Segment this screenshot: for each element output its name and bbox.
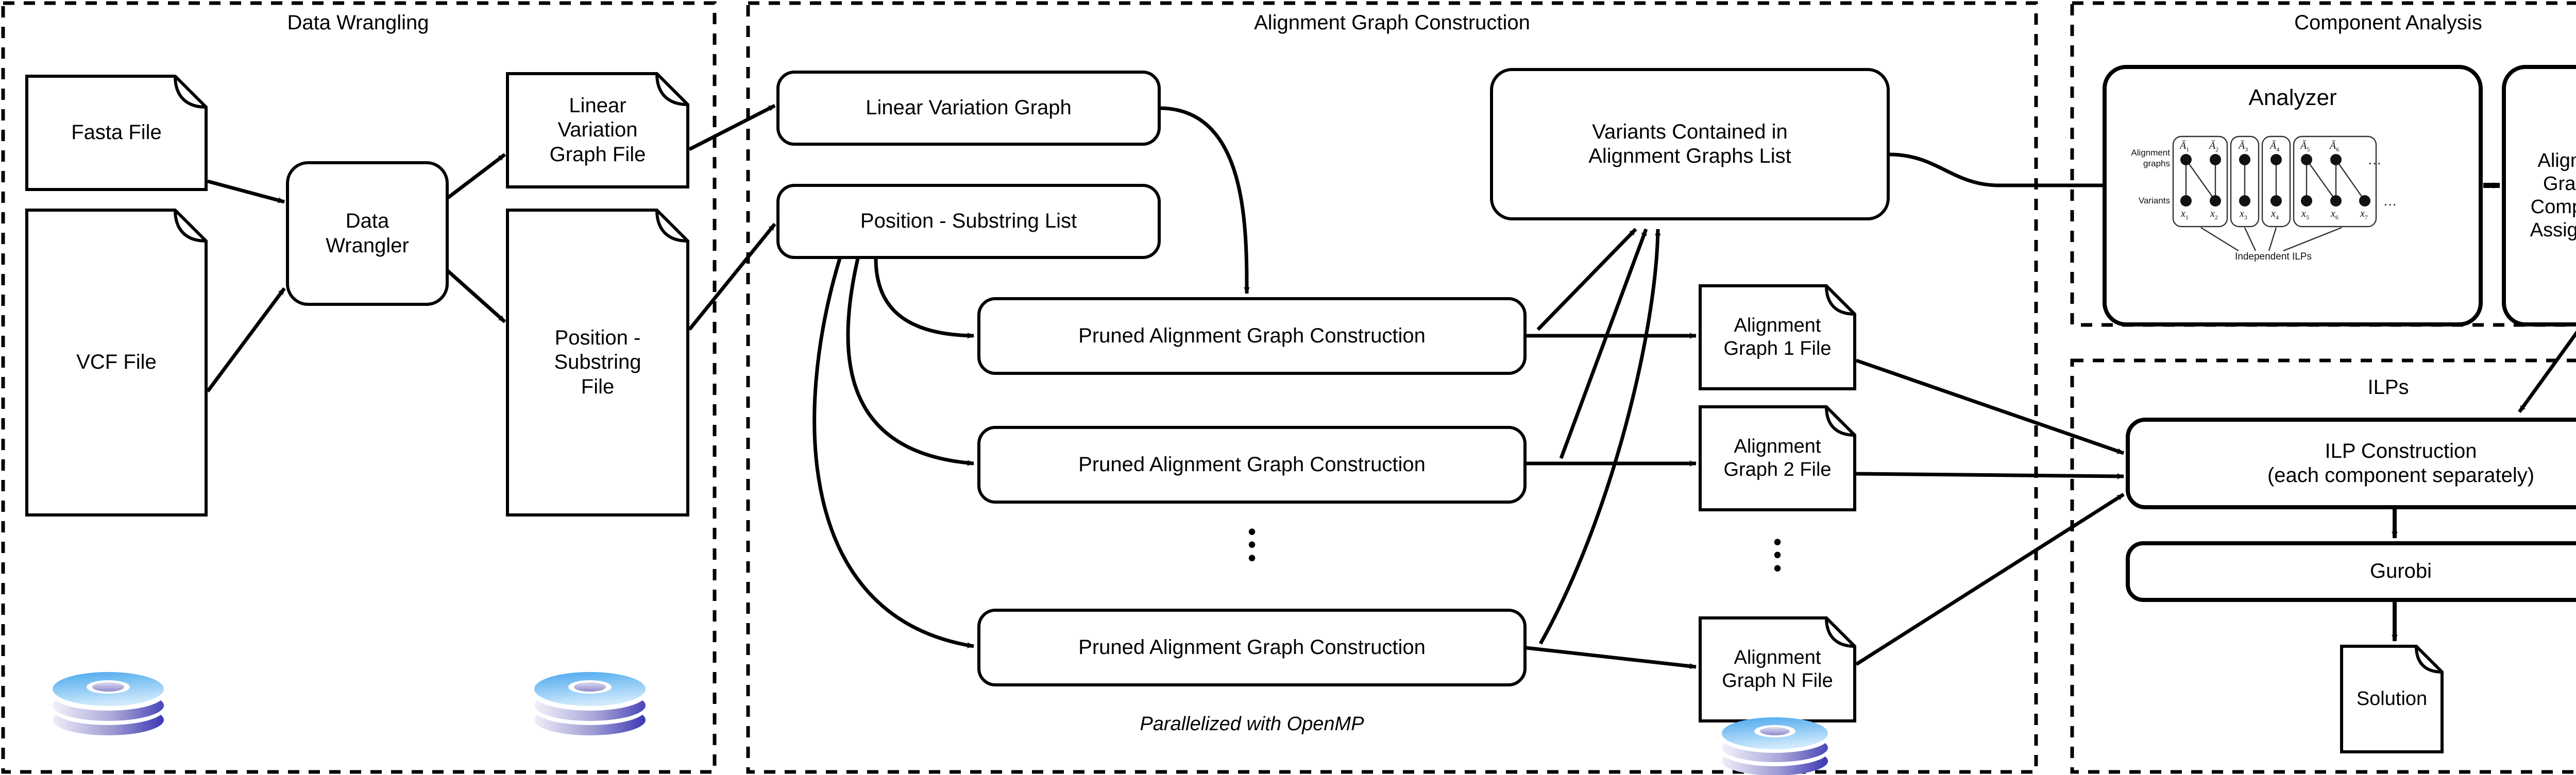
node-analyzer xyxy=(2103,65,2483,326)
analyzer-top-node-label-4: Ā4 xyxy=(2270,140,2280,153)
node-position-substring-list xyxy=(776,184,1161,259)
arrow-psl-to-pruned1 xyxy=(874,258,974,339)
database-stack-icon-middle xyxy=(1722,717,1828,775)
analyzer-bottom-node-label-3: x3 xyxy=(2240,208,2247,221)
arrow-lvgf-to-lvg xyxy=(688,104,776,151)
analyzer-top-node-label-5: Ā5 xyxy=(2300,140,2310,153)
database-stack-icon-left xyxy=(53,672,164,735)
analyzer-row-label-variants: Variants xyxy=(2138,196,2170,205)
node-variants-contained xyxy=(1490,68,1890,220)
arrow-prunedn-to-variants xyxy=(1538,229,1661,645)
annotation-parallelized-openmp: Parallelized with OpenMP xyxy=(1140,713,1364,735)
analyzer-nodes xyxy=(2180,154,2370,206)
arrow-wrangler-to-lvgf xyxy=(446,153,506,200)
panel-alignment-graph-construction xyxy=(746,1,2038,774)
node-position-substring-file xyxy=(506,209,689,516)
node-pruned-1 xyxy=(977,297,1527,375)
analyzer-group-2 xyxy=(2230,135,2260,228)
panel-title-ilps: ILPs xyxy=(2367,376,2409,399)
node-ag-to-component xyxy=(2502,65,2576,326)
ellipsis-pruned-column: ••• xyxy=(1247,518,1257,571)
node-linear-variation-graph xyxy=(776,71,1161,146)
node-ilp-construction xyxy=(2126,418,2576,509)
arrow-ag2-to-ilp xyxy=(1856,472,2124,479)
arrow-pruned2-to-variants xyxy=(1559,228,1648,459)
node-alignment-graph-n-file xyxy=(1699,616,1856,722)
node-linear-variation-graph-file xyxy=(506,72,689,188)
arrow-prunedn-to-agn xyxy=(1526,646,1697,669)
node-alignment-graph-2-file xyxy=(1699,405,1856,511)
arrow-fasta-to-wrangler xyxy=(207,179,285,204)
analyzer-bottom-node-label-7: x7 xyxy=(2360,208,2368,221)
panel-ilps xyxy=(2070,358,2576,774)
analyzer-bottom-node-label-5: x5 xyxy=(2301,208,2309,221)
arrow-pruned1-to-variants xyxy=(1536,228,1637,331)
arrow-lvg-to-pruned1 xyxy=(1159,106,1250,294)
analyzer-row-label-alignment-graphs: Alignment graphs xyxy=(2131,148,2170,169)
analyzer-bottom-node-label-4: x4 xyxy=(2271,208,2279,221)
analyzer-group-3 xyxy=(2261,135,2291,228)
node-gurobi xyxy=(2126,541,2576,602)
arrow-psl-to-pruned2 xyxy=(846,258,974,466)
database-stack-icon-left2 xyxy=(534,672,646,735)
node-data-wrangler xyxy=(286,161,449,306)
node-alignment-graph-1-file xyxy=(1699,284,1856,390)
analyzer-group-4 xyxy=(2293,135,2377,228)
panel-data-wrangling xyxy=(1,1,717,774)
arrow-psf-to-psl xyxy=(688,222,776,331)
panel-component-analysis xyxy=(2070,1,2576,327)
analyzer-ellipsis-top: … xyxy=(2368,152,2383,167)
node-vcf-file xyxy=(25,209,208,516)
arrow-agn-to-ilp xyxy=(1855,493,2125,666)
analyzer-inner-schematic xyxy=(2172,135,2377,252)
panel-title-data-wrangling: Data Wrangling xyxy=(287,11,429,34)
arrow-wrangler-to-psf xyxy=(446,269,506,323)
node-pruned-2 xyxy=(977,426,1527,504)
analyzer-top-node-label-2: Ā2 xyxy=(2209,140,2219,153)
analyzer-top-node-label-1: Ā1 xyxy=(2180,140,2190,153)
arrow-assignment-to-ilp xyxy=(2518,330,2576,414)
arrow-psl-to-prunedn xyxy=(812,257,974,648)
ellipsis-alignment-graph-column: ••• xyxy=(1773,528,1782,581)
arrow-variants-to-analyzer xyxy=(1889,152,2123,188)
analyzer-bottom-node-label-6: x6 xyxy=(2331,208,2338,221)
arrow-vcf-to-wrangler xyxy=(206,287,286,393)
panel-title-alignment-graph-construction: Alignment Graph Construction xyxy=(1254,11,1530,34)
analyzer-ellipsis-bottom: … xyxy=(2383,194,2398,209)
analyzer-bottom-node-label-1: x1 xyxy=(2181,208,2189,221)
node-solution xyxy=(2340,645,2444,753)
analyzer-group-1 xyxy=(2172,135,2228,228)
arrow-ag1-to-ilp xyxy=(1855,358,2125,455)
node-pruned-n xyxy=(977,609,1527,686)
analyzer-top-node-label-6: Ā6 xyxy=(2330,140,2340,153)
analyzer-bottom-node-label-2: x2 xyxy=(2210,208,2218,221)
analyzer-caption-independent-ilps: Independent ILPs xyxy=(2235,251,2312,262)
node-fasta-file xyxy=(25,75,208,191)
analyzer-top-node-label-3: Ā3 xyxy=(2239,140,2248,153)
panel-title-component-analysis: Component Analysis xyxy=(2294,11,2482,34)
